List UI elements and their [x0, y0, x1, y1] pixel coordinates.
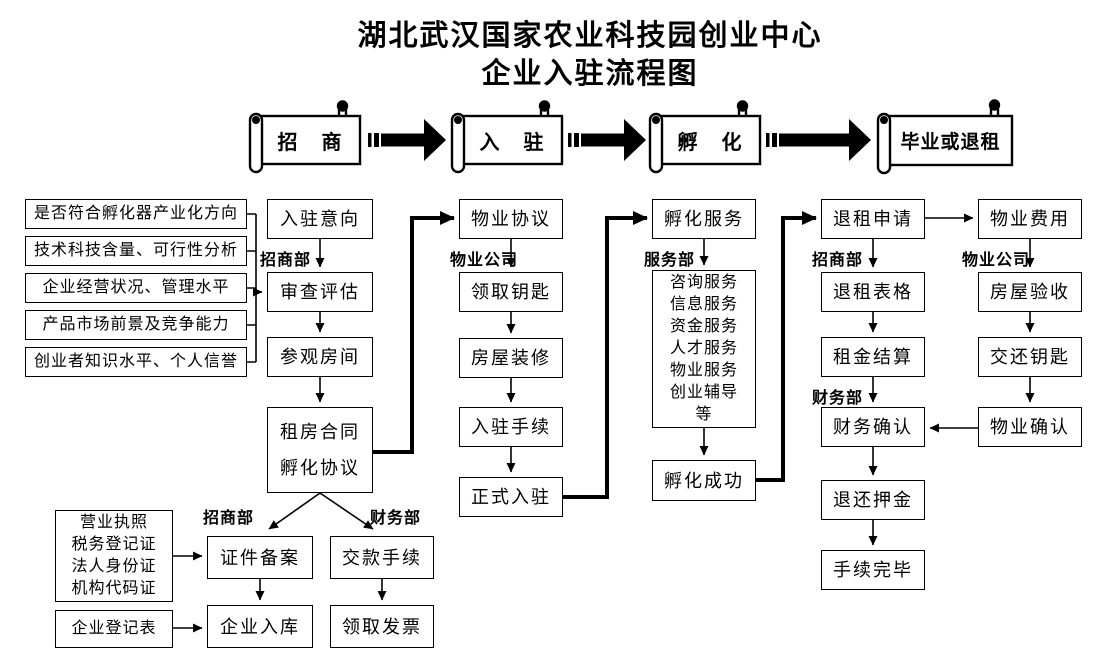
node-get-invoice: 领取发票	[330, 605, 434, 648]
criteria-box-1: 是否符合孵化器产业化方向	[25, 199, 247, 229]
service-startup-coaching: 创业辅导	[669, 384, 738, 401]
phase-banner-graduate: 毕业或退租	[900, 132, 1001, 153]
dept-label-property-1: 物业公司	[450, 252, 519, 269]
node-rent-settlement: 租金结算	[821, 337, 925, 377]
node-lease-exit-form: 退租表格	[821, 272, 925, 312]
node-deposit-refund: 退还押金	[821, 480, 925, 520]
node-official-movein: 正式入驻	[459, 477, 563, 517]
node-service-list: 咨询服务 信息服务 资金服务 人才服务 物业服务 创业辅导 等	[652, 270, 756, 428]
doc-legal-person-id: 法人身份证	[71, 558, 157, 575]
node-rent-contract: 租房合同 孵化协议	[267, 407, 373, 493]
node-documents: 营业执照 税务登记证 法人身份证 机构代码证	[55, 510, 173, 602]
node-incubation-success: 孵化成功	[652, 460, 756, 501]
page-title-line2: 企业入驻流程图	[481, 58, 699, 90]
page-title-line1: 湖北武汉国家农业科技园创业中心	[357, 20, 823, 52]
thick-connectors	[373, 211, 817, 499]
phase-banner-incubate: 孵 化	[677, 131, 744, 154]
phase-banner-movein: 入 驻	[479, 131, 546, 154]
criteria-box-5: 创业者知识水平、个人信誉	[25, 347, 247, 377]
node-procedure-complete: 手续完毕	[821, 550, 925, 590]
criteria-box-3: 企业经营状况、管理水平	[25, 273, 247, 303]
node-incubation-service: 孵化服务	[652, 199, 756, 239]
node-enterprise-database: 企业入库	[207, 605, 313, 648]
doc-tax-registration: 税务登记证	[71, 536, 157, 553]
service-talent: 人才服务	[669, 340, 738, 357]
node-entry-intent: 入驻意向	[267, 199, 373, 239]
doc-business-license: 营业执照	[79, 514, 148, 531]
dept-label-finance-bottom: 财务部	[370, 510, 422, 527]
node-movein-procedure: 入驻手续	[459, 407, 563, 447]
service-etc: 等	[695, 406, 713, 423]
node-rent-contract-line1: 租房合同	[280, 422, 360, 442]
service-funding: 资金服务	[669, 318, 738, 335]
node-certificate-filing: 证件备案	[207, 536, 313, 579]
node-property-fee: 物业费用	[978, 199, 1082, 239]
dept-label-marketing-1: 招商部	[260, 252, 312, 269]
dept-label-finance-1: 财务部	[812, 390, 864, 407]
node-payment-procedure: 交款手续	[330, 536, 434, 579]
node-property-confirm: 物业确认	[978, 407, 1082, 447]
dept-label-property-2: 物业公司	[962, 252, 1031, 269]
node-return-keys: 交还钥匙	[978, 337, 1082, 377]
service-property: 物业服务	[669, 362, 738, 379]
banner-shapes	[248, 99, 1014, 175]
node-review-assess: 审查评估	[267, 272, 373, 312]
thin-connectors	[173, 213, 1035, 633]
node-visit-rooms: 参观房间	[267, 337, 373, 377]
dept-label-service: 服务部	[644, 252, 696, 269]
service-consulting: 咨询服务	[669, 274, 738, 291]
dept-label-marketing-2: 招商部	[812, 252, 864, 269]
node-incubation-agreement-line2: 孵化协议	[280, 458, 360, 478]
criteria-box-2: 技术科技含量、可行性分析	[25, 236, 247, 266]
node-house-renovation: 房屋装修	[459, 338, 563, 378]
service-information: 信息服务	[669, 296, 738, 313]
node-property-agreement: 物业协议	[459, 199, 563, 239]
phase-banner-recruit: 招 商	[277, 131, 344, 154]
node-finance-confirm: 财务确认	[821, 407, 925, 447]
dept-label-marketing-bottom: 招商部	[203, 510, 255, 527]
doc-org-code: 机构代码证	[71, 580, 157, 597]
node-house-inspection: 房屋验收	[978, 272, 1082, 312]
node-enterprise-registration-form: 企业登记表	[55, 610, 173, 648]
node-get-keys: 领取钥匙	[459, 272, 563, 312]
phase-arrow-icons	[368, 119, 871, 161]
node-lease-exit-application: 退租申请	[821, 199, 925, 239]
criteria-box-4: 产品市场前景及竞争能力	[25, 310, 247, 340]
